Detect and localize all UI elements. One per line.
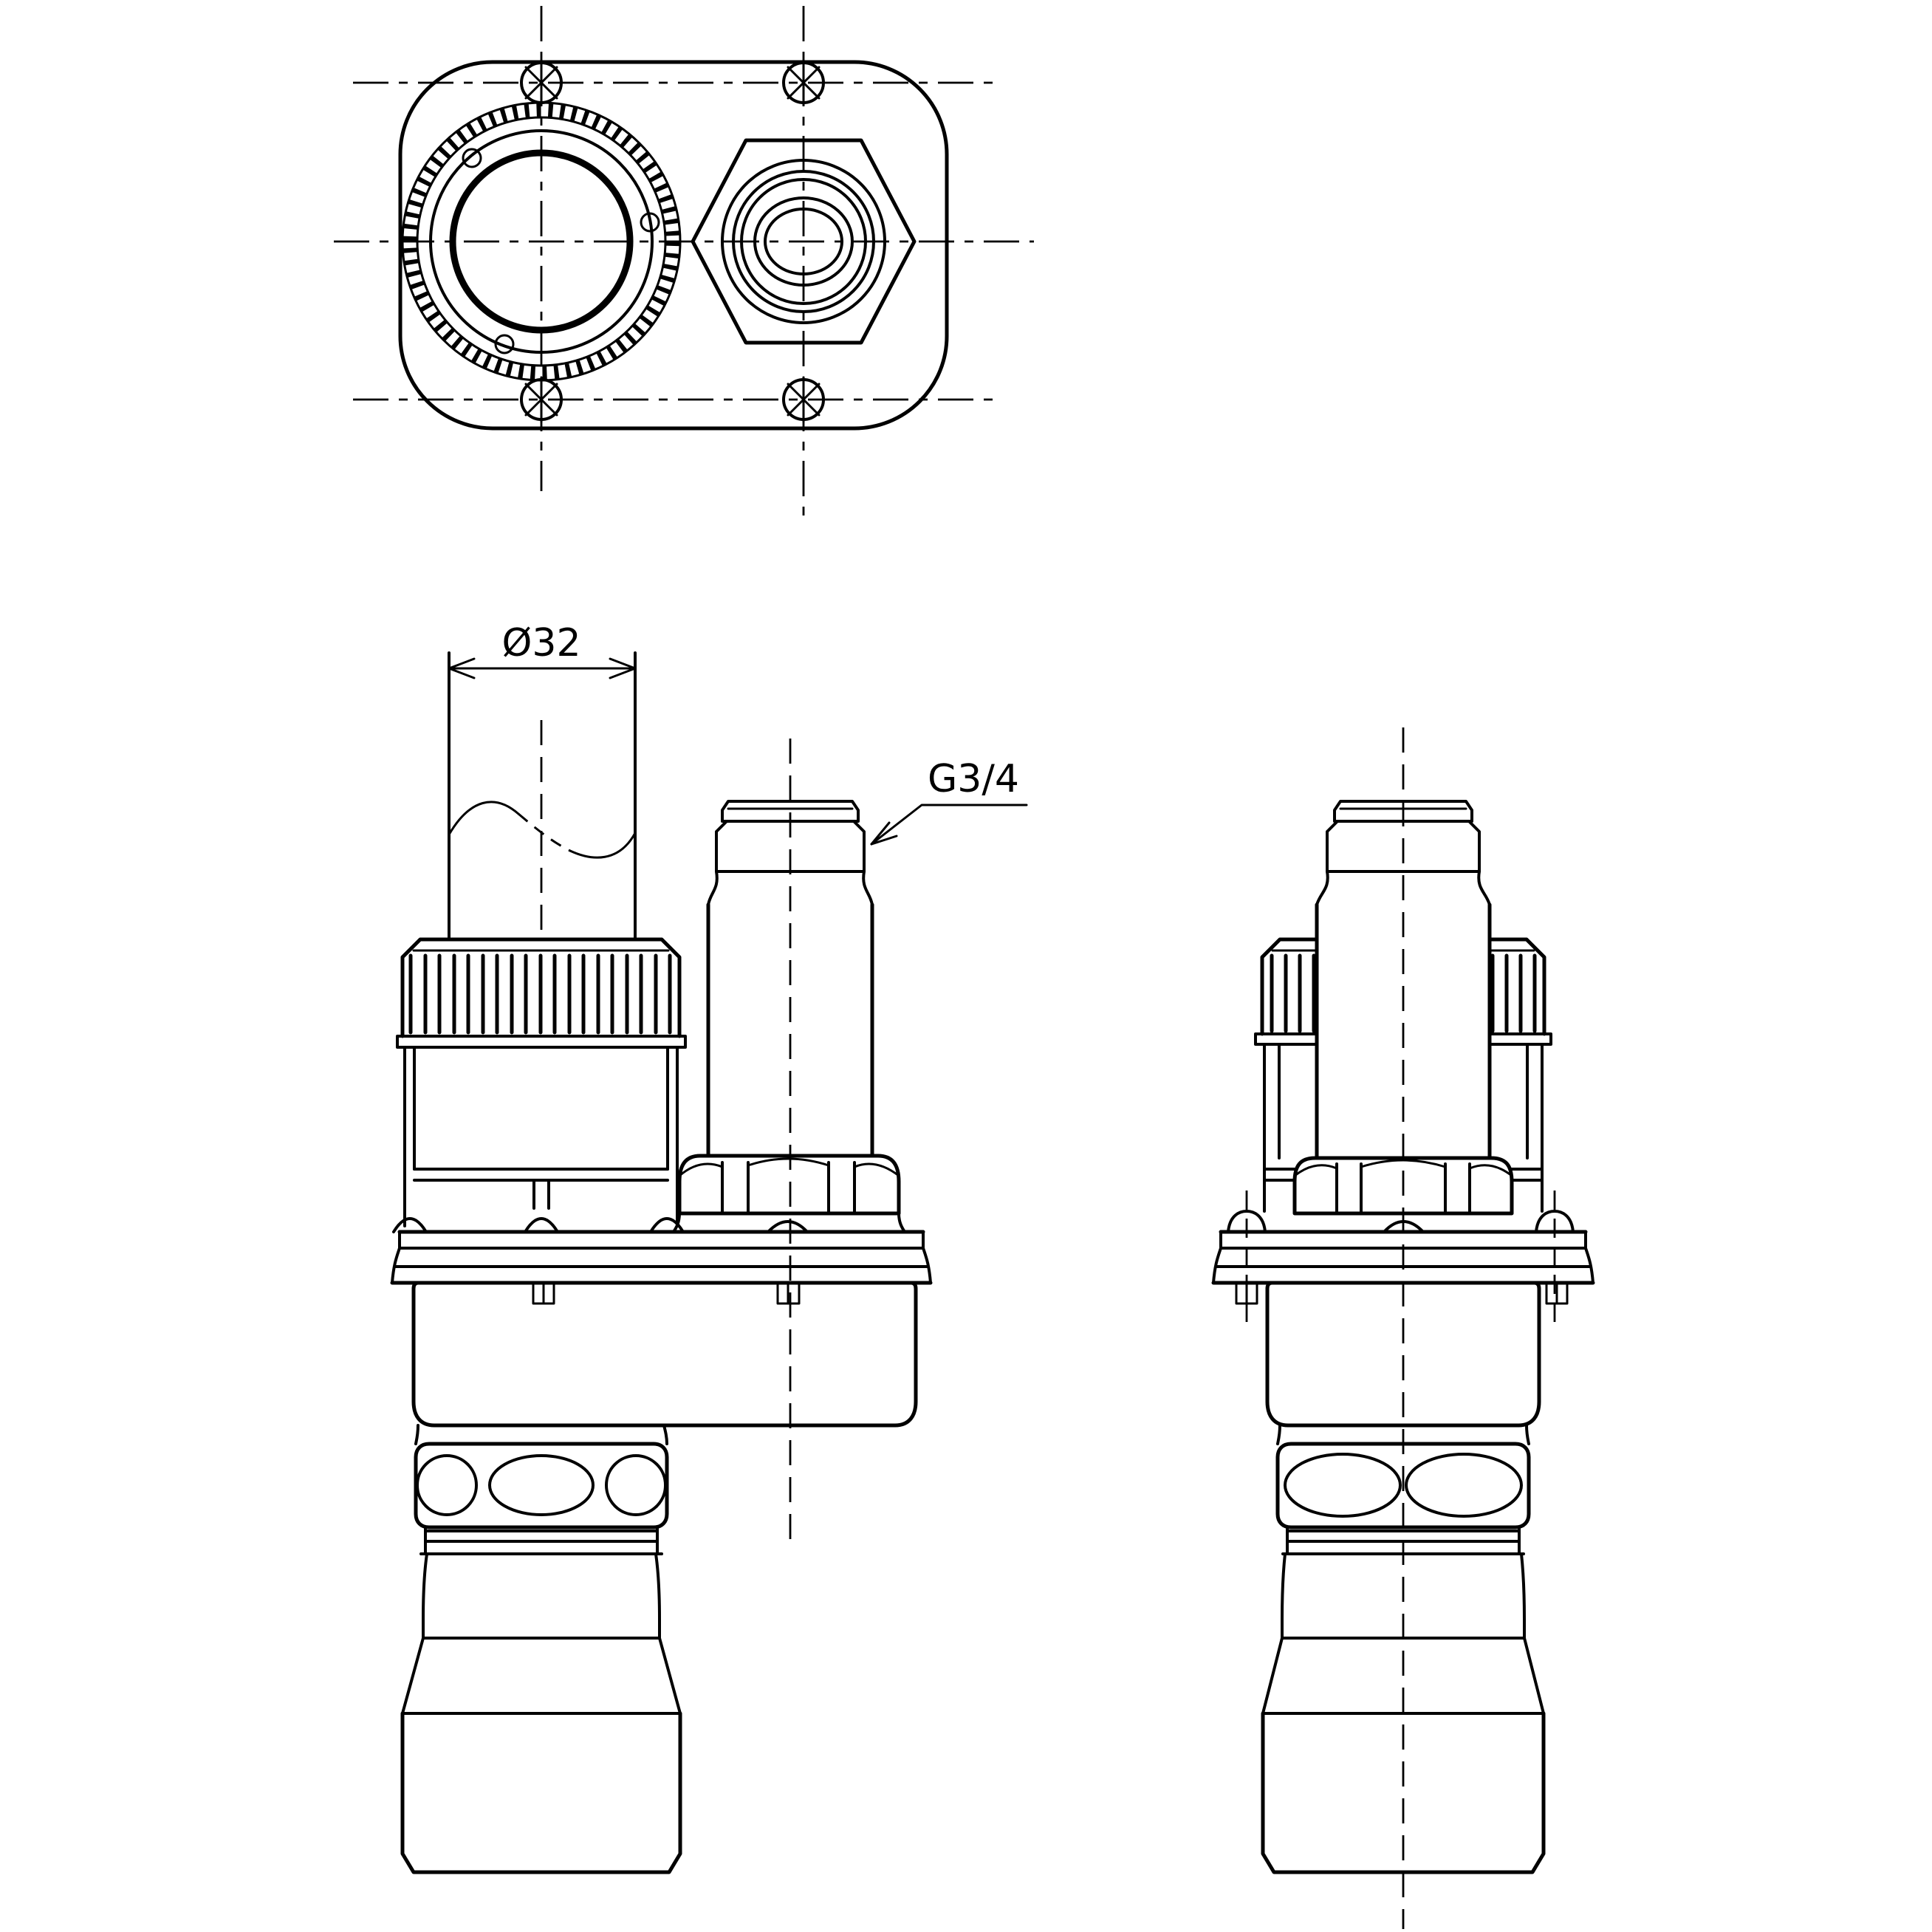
union-nut-front: [414, 1442, 669, 1530]
flange-plate-outline: [398, 60, 949, 431]
screw-top-right: [782, 59, 825, 106]
top-view-centerlines: [334, 6, 1034, 517]
fitting-body-side: [1315, 902, 1492, 1160]
union-nut-side: [1275, 1442, 1531, 1530]
dimension-arrow-right: [609, 657, 637, 679]
knurl-ribs-side: [1270, 953, 1537, 1033]
valve-cage-front: [392, 1046, 685, 1233]
fitting-foot-dome: [767, 1220, 809, 1233]
hex-foot-dome: [1383, 1220, 1425, 1233]
pipe-diameter-dimension: Ø32: [448, 621, 637, 679]
outlet-fitting-front: [672, 800, 906, 1233]
flange-bore-circle: [449, 149, 634, 334]
flange-hole-upper-left: [462, 148, 482, 168]
fitting-neck-right: [862, 870, 874, 906]
top-view: [334, 6, 1034, 517]
fitting-hex-nut-side: [1292, 1156, 1514, 1233]
screw-bottom-right: [782, 376, 825, 423]
thread-size-callout: G3/4: [870, 757, 1028, 846]
fitting-neck-left: [707, 870, 719, 906]
fitting-body: [706, 902, 874, 1158]
side-view: [1211, 727, 1595, 1929]
outlet-fitting-side: [1315, 800, 1492, 1160]
outlet-cup-side: [1261, 1711, 1546, 1874]
plate-tab-left: [532, 1281, 555, 1305]
leader-line: [870, 804, 1028, 846]
plate-tab-right: [776, 1281, 801, 1305]
cap-nut-lip-right: [1488, 1032, 1552, 1046]
cage-center-post: [532, 1179, 550, 1210]
knurled-flange-ring: [401, 101, 682, 382]
dimension-arrow-left: [448, 657, 476, 679]
valve-body-front: [400, 1281, 918, 1874]
cage-foot-left: [392, 1217, 428, 1233]
plate-tab-left-side: [1235, 1281, 1258, 1305]
flange-boss-right: [1535, 1210, 1575, 1233]
thread-collar-front: [424, 1526, 659, 1555]
union-nut-hole-right: [605, 1454, 667, 1516]
cage-foot-center: [524, 1217, 559, 1233]
pipe-break-line: [448, 801, 520, 836]
valve-body-side: [1261, 1281, 1546, 1874]
knurl-ribs: [408, 953, 672, 1035]
thread-size-label: G3/4: [928, 757, 1019, 801]
front-view-centerlines: [540, 720, 792, 1547]
body-taper-front: [401, 1637, 682, 1715]
leader-arrow: [870, 821, 898, 846]
union-nut-slot-left: [1284, 1453, 1402, 1518]
union-nut-slot: [488, 1454, 595, 1516]
plate-tab-right-side: [1545, 1281, 1569, 1305]
hex-nut-bore: [764, 208, 843, 275]
knurl-hatch-band: [402, 103, 680, 380]
knurled-cap-nut-front: [396, 937, 687, 1049]
flange-boss-left: [1227, 1210, 1267, 1233]
mounting-plate-front: [390, 1230, 933, 1305]
body-taper-side: [1261, 1637, 1545, 1715]
inlet-pipe: [448, 651, 637, 941]
flange-hole-right: [640, 212, 660, 233]
thread-collar-side: [1286, 1526, 1521, 1555]
flange-hole-bottom: [494, 334, 515, 354]
hex-nut-top-view: [691, 138, 917, 345]
cap-nut-lip-left: [1254, 1032, 1318, 1046]
outlet-cup-front: [400, 1711, 682, 1874]
cage-crossbar: [413, 1168, 669, 1182]
front-view: Ø32: [390, 621, 1028, 1874]
cap-nut-lip: [396, 1035, 687, 1049]
side-view-centerlines: [1245, 727, 1556, 1929]
pipe-diameter-label: Ø32: [501, 621, 580, 665]
union-nut-hole-left: [416, 1454, 478, 1516]
union-nut-slot-right: [1405, 1453, 1523, 1518]
hex-facet-lines: [721, 1161, 856, 1215]
cage-foot-right: [649, 1217, 685, 1233]
valve-cage-side: [1263, 1043, 1544, 1213]
